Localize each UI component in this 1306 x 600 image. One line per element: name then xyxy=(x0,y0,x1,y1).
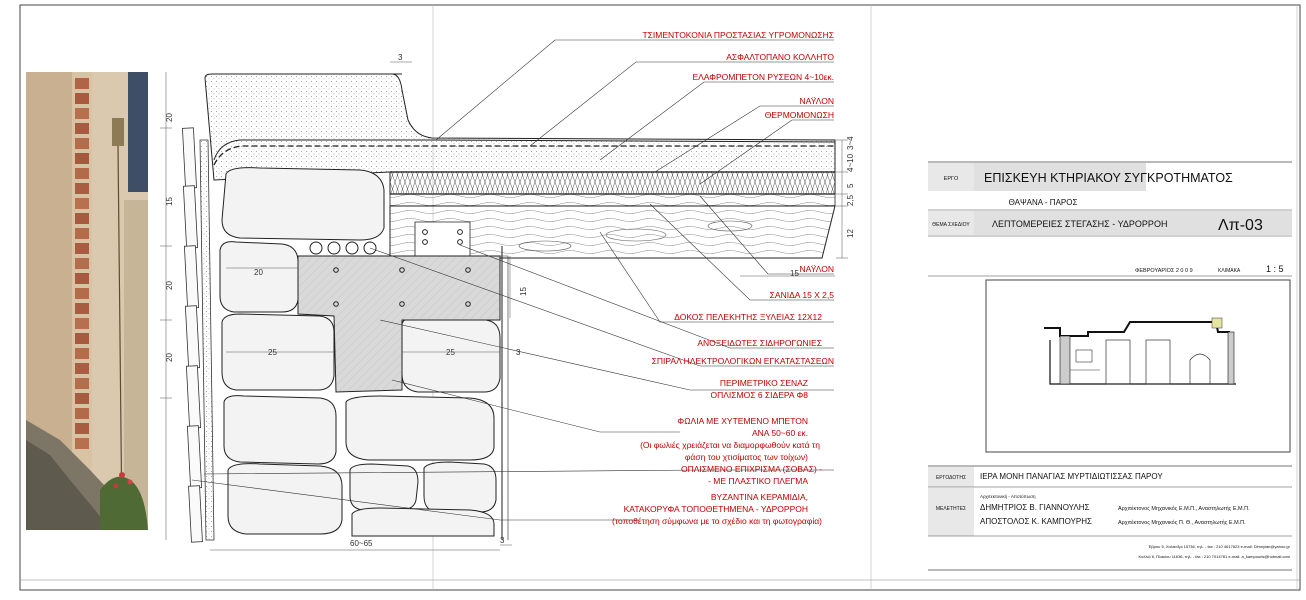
dim-left-15: 15 xyxy=(165,197,174,206)
contact-line-2: Καλλιό 6, Πλακίου 11636, τηλ. - fax : 21… xyxy=(1139,554,1291,559)
electrical-conduits xyxy=(309,241,377,255)
label-lightweight-concrete: ΕΛΑΦΡΟΜΠΕΤΟΝ ΡΥΣΕΩΝ 4~10εκ. xyxy=(692,72,834,82)
dim-vert-5: 5 xyxy=(846,183,855,188)
credits-block: ΕΡΓΟΔΟΤΗΣ ΙΕΡΑ ΜΟΝΗ ΠΑΝΑΓΙΑΣ ΜΥΡΤΙΔΙΩΤΙΣ… xyxy=(928,465,1292,571)
vertical-tiles xyxy=(182,127,203,543)
dim-mid-15: 15 xyxy=(519,287,528,296)
designers-label: ΜΕΛΕΤΗΤΕΣ xyxy=(936,506,966,512)
designer1-title: Αρχιτέκτονος Μηχανικός Ε.Μ.Π., Αναστηλωτ… xyxy=(1118,505,1250,512)
label-cavities-3: (Οι φωλιές χρειάζεται να διαμορφωθούν κα… xyxy=(640,440,820,450)
label-asphalt-membrane: ΑΣΦΑΛΤΟΠΑΝΟ ΚΟΛΛΗΤΟ xyxy=(726,52,834,62)
drawing-scale: 1 : 5 xyxy=(1266,264,1284,274)
label-nylon-top: ΝΑΫΛΟΝ xyxy=(800,96,834,106)
project-location: ΘΑΨΑΝΑ - ΠΑΡΟΣ xyxy=(1009,198,1078,207)
subject-label: ΘΕΜΑ ΣΧΕΔΙΟΥ xyxy=(932,222,970,228)
label-cavities-2: ΑΝΑ 50~60 εκ. xyxy=(752,428,808,438)
dim-stone-25b: 25 xyxy=(446,348,455,357)
owner-label: ΕΡΓΟΔΟΤΗΣ xyxy=(936,475,966,481)
dim-right-15: 15 xyxy=(790,269,799,278)
label-beam: ΔΟΚΟΣ ΠΕΛΕΚΗΤΗΣ ΞΥΛΕΙΑΣ 12Χ12 xyxy=(674,312,822,322)
label-cavities-1: ΦΩΛΙΑ ΜΕ ΧΥΤΕΜΕΝΟ ΜΠΕΤΟΝ xyxy=(677,416,808,426)
timber-beam xyxy=(389,205,836,259)
label-tiles-2: ΚΑΤΑΚΟΡΥΦΑ ΤΟΠΟΘΕΤΗΜΕΝΑ - ΥΔΡΟΡΡΟΗ xyxy=(624,504,808,514)
title-block: ΕΡΓΟ ΕΠΙΣΚΕΥΗ ΚΤΗΡΙΑΚΟΥ ΣΥΓΚΡΟΤΗΜΑΤΟΣ ΘΑ… xyxy=(928,161,1292,277)
dim-top-3: 3 xyxy=(398,53,403,62)
label-cement-mortar: ΤΣΙΜΕΝΤΟΚΟΝΙΑ ΠΡΟΣΤΑΣΙΑΣ ΥΓΡΟΜΟΝΩΣΗΣ xyxy=(642,30,834,40)
plaster-layer xyxy=(199,139,215,541)
label-nylon-bottom: ΝΑΫΛΟΝ xyxy=(800,264,834,274)
insulation-band xyxy=(389,171,836,195)
label-electrical-spiral: ΣΠΙΡΑΛ ΗΛΕΚΤΡΟΛΟΓΙΚΩΝ ΕΓΚΑΤΑΣΤΑΣΕΩΝ xyxy=(652,356,834,366)
leader-lines xyxy=(191,39,834,521)
label-plaster-1: ΟΠΛΙΣΜΕΝΟ ΕΠΙΧΡΙΣΜΑ (ΣΟΒΑΣ) - xyxy=(681,464,822,474)
label-insulation: ΘΕΡΜΟΜΟΝΩΣΗ xyxy=(765,110,834,120)
dim-wall-width: 60~65 xyxy=(350,539,373,548)
project-title: ΕΠΙΣΚΕΥΗ ΚΤΗΡΙΑΚΟΥ ΣΥΓΚΡΟΤΗΜΑΤΟΣ xyxy=(984,171,1233,185)
wall-photograph xyxy=(26,72,148,531)
label-plaster-2: - ΜΕ ΠΛΑΣΤΙΚΟ ΠΛΕΓΜΑ xyxy=(708,476,808,486)
designer2-title: Αρχιτέκτονος Μηχανικός Π. Θ., Αναστηλωτή… xyxy=(1118,519,1246,526)
dim-stone-25a: 25 xyxy=(268,348,277,357)
key-plan xyxy=(985,279,1291,453)
layer-labels: ΤΣΙΜΕΝΤΟΚΟΝΙΑ ΠΡΟΣΤΑΣΙΑΣ ΥΓΡΟΜΟΝΩΣΗΣ ΑΣΦ… xyxy=(612,30,834,526)
label-ring-beam-2: ΟΠΛΙΣΜΟΣ 6 ΣΙΔΕΡΑ Φ8 xyxy=(710,390,808,400)
dim-bottom-3: 3 xyxy=(500,536,505,545)
contact-line-1: Έβρου 5, Χαλάνδρι 15736, τηλ. - fax : 21… xyxy=(1147,544,1290,549)
owner-name: ΙΕΡΑ ΜΟΝΗ ΠΑΝΑΓΙΑΣ ΜΥΡΤΙΔΙΩΤΙΣΣΑΣ ΠΑΡΟΥ xyxy=(980,472,1163,481)
dim-left-20c: 20 xyxy=(165,353,174,362)
project-label: ΕΡΓΟ xyxy=(944,176,959,182)
label-ring-beam-1: ΠΕΡΙΜΕΤΡΙΚΟ ΣΕΝΑΖ xyxy=(720,378,808,388)
drawing-date: ΦΕΒΡΟΥΑΡΙΟΣ 2 0 0 9 xyxy=(1135,268,1193,274)
designer1-name: ΔΗΜΗΤΡΙΟΣ Β. ΓΙΑΝΝΟΥΛΗΣ xyxy=(980,503,1090,512)
designers-role: Αρχιτεκτονική - Αποτύπωση xyxy=(980,493,1036,499)
drawing-subject: ΛΕΠΤΟΜΕΡΕΙΕΣ ΣΤΕΓΑΣΗΣ - ΥΔΡΟΡΡΟΗ xyxy=(992,219,1167,229)
parapet-and-screed xyxy=(204,73,836,181)
label-plank: ΣΑΝΙΔΑ 15 Χ 2,5 xyxy=(770,290,835,300)
dim-right-3: 3 xyxy=(516,348,521,357)
dimension-texts: 20 15 20 20 20 25 25 15 15 3 3 3 60~65 3… xyxy=(165,53,855,548)
dim-stone-20: 20 xyxy=(254,268,263,277)
label-tiles-3: (τοποθέτηση σύμφωνα με το σχέδιο και τη … xyxy=(612,516,822,526)
label-cavities-4: φάση του χτισίματος των τοίχων) xyxy=(685,452,808,462)
dim-vert-2-5: 2,5 xyxy=(846,194,855,206)
designer2-name: ΑΠΟΣΤΟΛΟΣ Κ. ΚΑΜΠΟΥΡΗΣ xyxy=(980,517,1092,526)
dim-left-20b: 20 xyxy=(165,281,174,290)
scale-label: ΚΛΙΜΑΚΑ xyxy=(1218,268,1241,274)
dim-vert-12: 12 xyxy=(846,229,855,238)
dim-left-20a: 20 xyxy=(165,113,174,122)
masonry-stones xyxy=(219,167,501,537)
dimension-lines xyxy=(160,61,848,551)
label-stainless-bars: ΑΝΟΞΕΙΔΩΤΕΣ ΣΙΔΗΡΟΓΩΝΙΕΣ xyxy=(697,338,822,348)
timber-plank xyxy=(389,193,836,207)
dim-vert-4-10: 4~10 xyxy=(846,153,855,172)
drawing-code: Λπ-03 xyxy=(1218,217,1263,234)
label-tiles-1: ΒΥΖΑΝΤΙΝΑ ΚΕΡΑΜΙΔΙΑ, xyxy=(711,492,808,502)
dim-vert-3-4: 3~4 xyxy=(846,136,855,150)
